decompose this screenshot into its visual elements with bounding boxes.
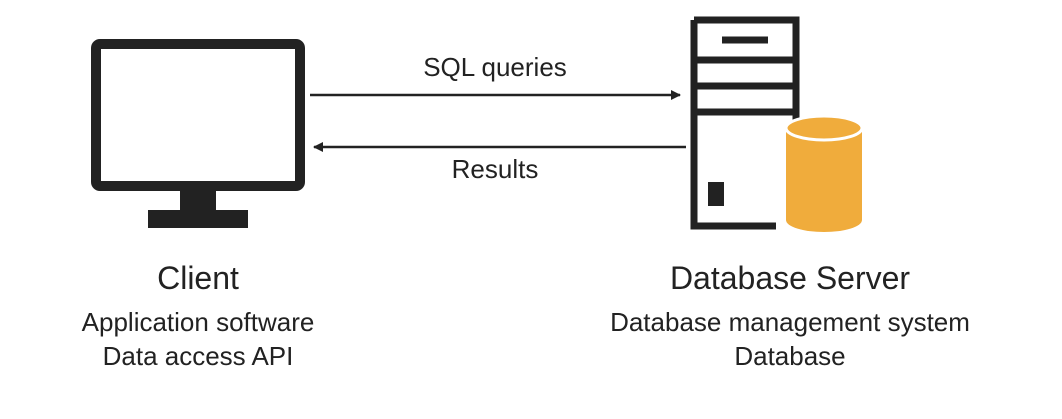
- monitor-icon: [91, 39, 305, 228]
- client-title: Client: [157, 260, 239, 296]
- client-subtitle-line: Application software: [81, 307, 315, 337]
- server-title: Database Server: [669, 260, 911, 296]
- response-arrow-label: Results: [451, 154, 539, 184]
- server-tower-icon: [690, 16, 800, 230]
- server-subtitle-line: Database: [734, 341, 846, 371]
- server-subtitle-line: Database management system: [610, 307, 970, 337]
- request-arrow-label: SQL queries: [423, 52, 567, 82]
- database-cylinder-icon: [784, 114, 864, 232]
- client-subtitle-line: Data access API: [102, 341, 294, 371]
